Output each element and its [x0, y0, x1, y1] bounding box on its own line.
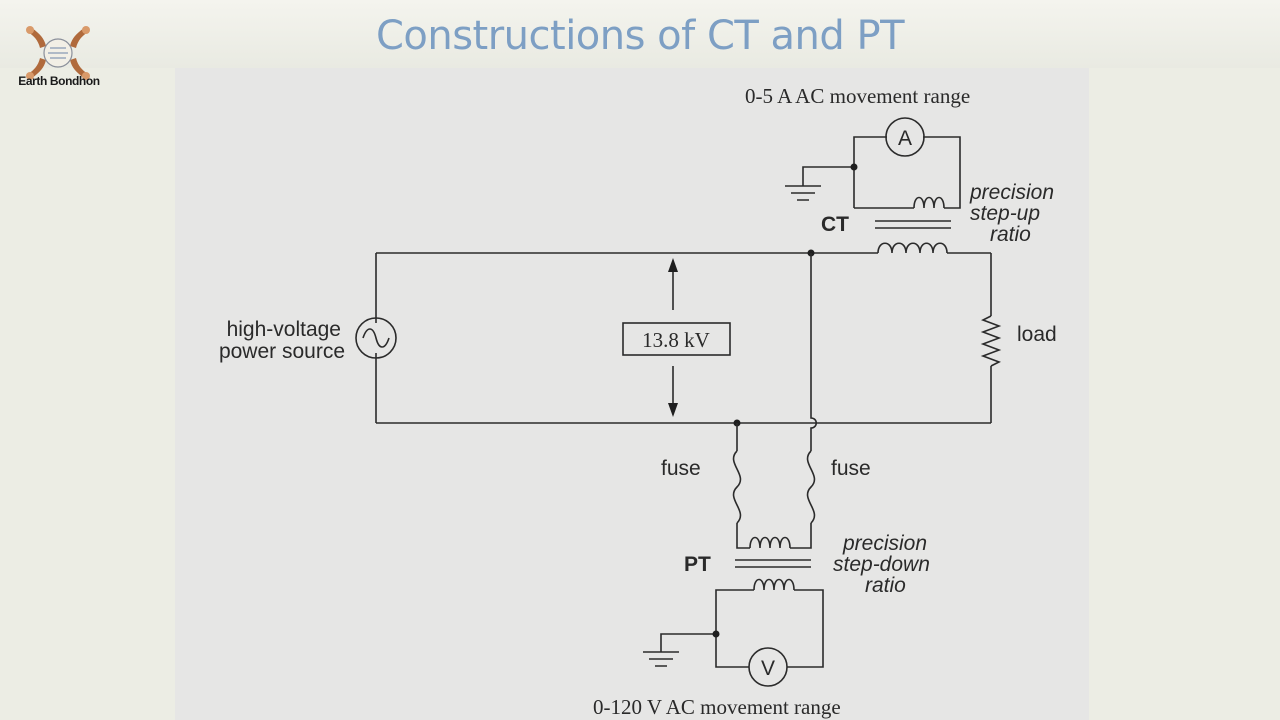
pt-right-lower [790, 523, 812, 549]
ct-pt-circuit-diagram: 0-5 A AC movement range A CT precision s… [219, 84, 1057, 719]
source-label-1: high-voltage [227, 318, 341, 341]
voltage-box [622, 322, 731, 356]
pt-ground-wire [660, 633, 716, 652]
slide-title: Constructions of CT and PT [375, 13, 905, 59]
pt-secondary-coil [753, 578, 795, 591]
load-resistor-symbol [980, 315, 1002, 367]
pt-right-lead [810, 253, 818, 451]
source-label-2: power source [219, 340, 345, 363]
fuse-right-label: fuse [831, 457, 871, 480]
pt-ground-icon [643, 651, 679, 667]
load-label: load [1017, 323, 1057, 346]
ct-ground-icon [785, 185, 821, 201]
pt-ground-node [712, 630, 720, 638]
ct-range-label: 0-5 A AC movement range [745, 84, 970, 108]
earth-bondhon-logo [26, 26, 90, 80]
pt-primary-coil [749, 536, 791, 549]
pt-left-lower [736, 523, 750, 549]
fuse-right-symbol [806, 450, 816, 524]
slide-header [0, 0, 1280, 68]
voltmeter-symbol [748, 647, 788, 687]
fuse-left-symbol [732, 450, 742, 524]
voltage-arrow-down-head [668, 403, 678, 417]
ct-label: CT [821, 213, 849, 236]
ac-sine-icon [362, 328, 390, 348]
ct-secondary-loop [853, 136, 961, 209]
pt-core [735, 559, 811, 568]
voltage-label: 13.8 kV [642, 328, 710, 352]
ct-primary-coil [877, 242, 948, 254]
diagram-panel: 0-5 A AC movement range A CT precision s… [175, 68, 1089, 720]
ct-ground-wire [802, 166, 854, 186]
pt-range-label: 0-120 V AC movement range [593, 695, 841, 719]
pt-label: PT [684, 553, 711, 576]
pt-secondary-loop [715, 589, 824, 668]
ct-core [875, 220, 951, 229]
pt-note-2: step-down [833, 553, 930, 576]
ac-source-symbol [355, 317, 397, 359]
ammeter-label: A [898, 127, 912, 150]
ct-note-3: ratio [990, 223, 1031, 246]
voltmeter-label: V [761, 657, 775, 680]
voltage-arrow-up-head [668, 258, 678, 272]
ammeter-symbol [885, 117, 925, 157]
ct-ground-node [850, 163, 858, 171]
ct-note-2: step-up [970, 202, 1040, 225]
logo-caption: Earth Bondhon [18, 74, 100, 88]
ct-secondary-coil [913, 196, 945, 209]
ct-note-1: precision [969, 181, 1054, 204]
pt-note-1: precision [842, 532, 927, 555]
pt-note-3: ratio [865, 574, 906, 597]
fuse-left-label: fuse [661, 457, 701, 480]
